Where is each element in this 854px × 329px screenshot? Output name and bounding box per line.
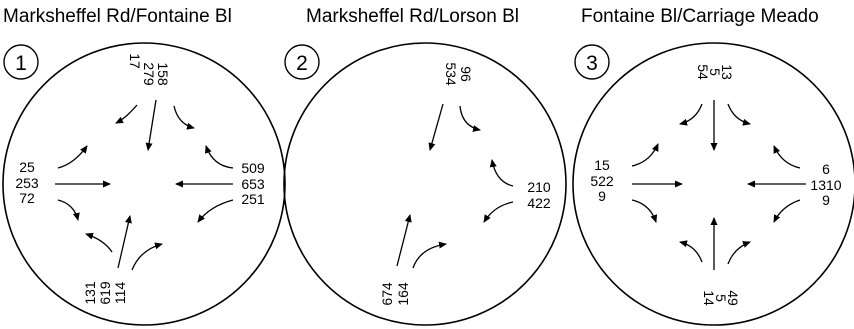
north-volume-2: 279 [141, 62, 157, 86]
south-volume-2: 619 [97, 281, 113, 305]
east-right-turn-arrow [773, 199, 801, 223]
east-right-turn-arrow [483, 201, 514, 223]
south-through-arrow [117, 215, 132, 269]
east-volume-3: 251 [241, 191, 265, 207]
south-volume-1: 131 [82, 281, 98, 305]
east-volume-1: 210 [527, 179, 551, 195]
north-left-turn-arrow [173, 105, 195, 130]
east-volume-3: 9 [822, 192, 830, 208]
north-through-arrow [145, 99, 157, 151]
number-badge [574, 44, 610, 80]
north-through-arrow [428, 103, 444, 151]
south-volume-1: 14 [701, 290, 717, 306]
south-left-turn-arrow [131, 242, 163, 271]
south-left-turn-arrow [727, 241, 751, 265]
number-badge [3, 44, 39, 80]
east-left-turn-arrow [489, 159, 514, 187]
west-volume-3: 72 [19, 190, 35, 206]
west-volume-2: 253 [15, 175, 39, 191]
north-volume-3: 158 [155, 62, 171, 86]
intersection-2: 2 534 96 210 422 674 164 [283, 42, 567, 326]
south-right-turn-arrow [412, 241, 447, 269]
north-volume-1: 17 [127, 53, 143, 69]
intersection-boundary [572, 42, 854, 326]
west-volume-2: 522 [590, 173, 614, 189]
east-right-turn-arrow [197, 199, 234, 223]
east-volume-2: 422 [527, 195, 551, 211]
intersection-2-title: Marksheffel Rd/Lorson Bl [306, 6, 519, 27]
south-through-arrow [396, 214, 412, 267]
intersection-number: 3 [586, 52, 598, 75]
west-right-turn-arrow [631, 199, 658, 223]
east-volume-2: 653 [241, 176, 265, 192]
intersection-1: 1 17 279 158 25 253 72 509 653 251 131 6… [2, 42, 286, 326]
north-volume-2: 96 [458, 66, 474, 82]
east-left-turn-arrow [205, 145, 234, 169]
north-volume-2: 5 [707, 68, 723, 76]
west-volume-1: 25 [19, 159, 35, 175]
intersection-3-title: Fontaine Bl/Carriage Meado [581, 6, 819, 27]
south-right-turn-arrow [85, 232, 113, 253]
west-volume-1: 15 [594, 157, 610, 173]
intersection-3: 3 13 5 54 15 522 9 6 1310 9 14 5 49 [572, 42, 854, 326]
west-left-turn-arrow [631, 143, 659, 167]
south-volume-3: 114 [112, 282, 128, 305]
north-left-turn-arrow [459, 105, 481, 132]
north-left-turn-arrow [727, 103, 751, 126]
intersection-boundary [2, 42, 286, 326]
south-right-turn-arrow [679, 240, 703, 263]
north-right-turn-arrow [115, 104, 138, 124]
south-volume-2: 164 [395, 282, 411, 306]
west-left-turn-arrow [57, 145, 88, 169]
intersection-boundary [283, 42, 567, 326]
number-badge [284, 44, 320, 80]
north-volume-1: 13 [719, 64, 735, 80]
intersection-1-title: Marksheffel Rd/Fontaine Bl [3, 6, 232, 27]
east-volume-1: 509 [241, 160, 265, 176]
north-volume-1: 534 [443, 62, 459, 86]
west-right-turn-arrow [57, 199, 80, 221]
east-volume-2: 1310 [810, 177, 841, 193]
south-volume-1: 674 [379, 282, 395, 306]
intersection-number: 2 [296, 52, 308, 75]
south-volume-3: 49 [725, 290, 741, 306]
north-right-turn-arrow [679, 103, 703, 126]
west-volume-3: 9 [598, 188, 606, 204]
east-volume-1: 6 [822, 161, 830, 177]
north-volume-3: 54 [695, 64, 711, 80]
south-volume-2: 5 [713, 294, 729, 302]
intersection-number: 1 [15, 52, 27, 75]
east-left-turn-arrow [773, 145, 801, 169]
